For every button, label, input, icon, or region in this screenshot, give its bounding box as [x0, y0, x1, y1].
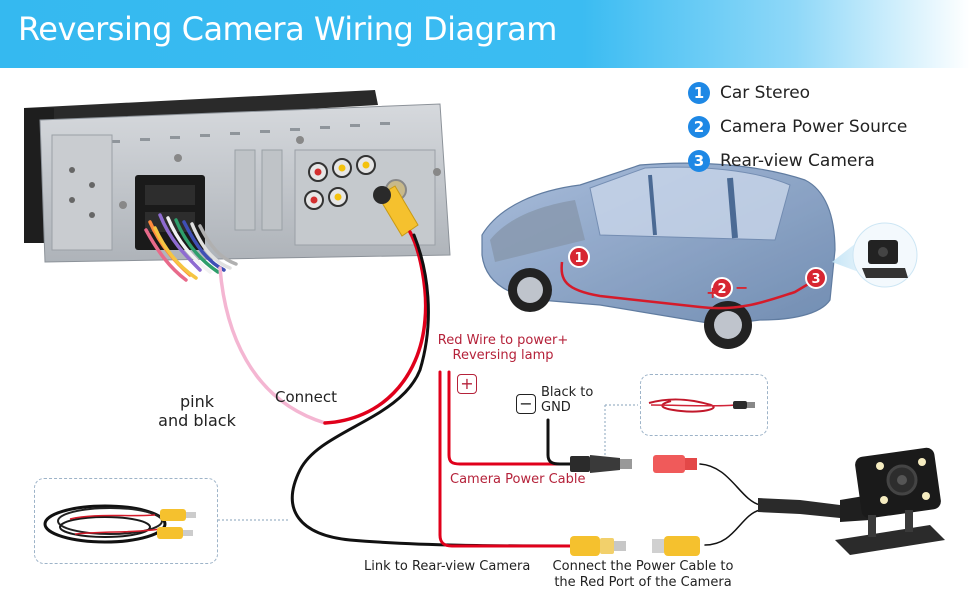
red-wire-label-line1: Red Wire to power+ — [437, 333, 569, 348]
camera-video-lead — [704, 509, 761, 546]
dc-power-socket — [653, 455, 697, 473]
legend-label: Car Stereo — [720, 83, 811, 103]
legend-item-rear-view-camera: 3 Rear-view Camera — [688, 144, 907, 178]
svg-text:3: 3 — [811, 272, 820, 287]
legend-item-camera-power-source: 2 Camera Power Source — [688, 110, 907, 144]
car-marker-2: 2 — [711, 277, 733, 299]
black-gnd-wire — [546, 418, 577, 466]
wires — [218, 230, 761, 548]
video-cable-image — [43, 504, 196, 544]
svg-text:2: 2 — [717, 282, 726, 297]
legend-badge: 3 — [688, 150, 710, 172]
connect-power-label-line2: the Red Port of the Camera — [554, 575, 732, 590]
rear-view-camera — [758, 447, 945, 555]
car-stereo-unit — [24, 90, 451, 282]
link-rear-view-label: Link to Rear-view Camera — [364, 559, 531, 574]
rca-socket-video — [652, 536, 700, 556]
connect-power-label-line1: Connect the Power Cable to — [552, 559, 734, 574]
red-wire-label-line2: Reversing lamp — [452, 348, 554, 363]
red-wire-label: Red Wire to power+ Reversing lamp — [428, 333, 578, 363]
power-cable-inset — [640, 374, 768, 436]
car-illustration — [481, 162, 918, 349]
rca-plug-stereo — [373, 185, 419, 237]
legend-label: Rear-view Camera — [720, 151, 875, 171]
car-marker-3: 3 — [805, 267, 827, 289]
black-gnd-label-line2: GND — [541, 400, 571, 415]
power-cable-image — [648, 398, 755, 413]
page-title: Reversing Camera Wiring Diagram — [18, 10, 557, 48]
video-cable-inset — [34, 478, 218, 564]
dc-power-plug — [570, 455, 632, 473]
connect-label: Connect — [275, 388, 338, 406]
red-power-wire — [447, 370, 577, 466]
red-wire-trigger — [323, 230, 428, 425]
legend-badge: 1 — [688, 82, 710, 104]
legend-label: Camera Power Source — [720, 117, 908, 137]
pink-wire — [218, 266, 327, 425]
black-gnd-label-line1: Black to — [541, 385, 594, 400]
car-marker-1: 1 — [568, 246, 590, 268]
plus-icon: + — [457, 374, 477, 394]
pink-black-label: pink and black — [152, 392, 242, 430]
rca-plug-video — [570, 536, 626, 556]
legend-item-car-stereo: 1 Car Stereo — [688, 76, 907, 110]
red-video-wire — [438, 370, 577, 548]
black-gnd-label: Black to GND — [541, 385, 593, 415]
car-plus-sign: + — [706, 283, 719, 302]
camera-power-cable-label: Camera Power Cable — [450, 472, 586, 487]
camera-power-lead — [699, 463, 761, 506]
svg-text:1: 1 — [574, 251, 583, 266]
pink-black-label-line1: pink — [179, 392, 214, 411]
car-minus-sign: − — [735, 278, 748, 297]
black-video-wire — [290, 233, 577, 548]
legend-badge: 2 — [688, 116, 710, 138]
legend: 1 Car Stereo 2 Camera Power Source 3 Rea… — [688, 76, 907, 178]
title-bar: Reversing Camera Wiring Diagram — [0, 0, 970, 68]
pink-black-label-line2: and black — [158, 411, 236, 430]
minus-icon: − — [516, 394, 536, 414]
connect-power-label: Connect the Power Cable to the Red Port … — [548, 559, 738, 591]
